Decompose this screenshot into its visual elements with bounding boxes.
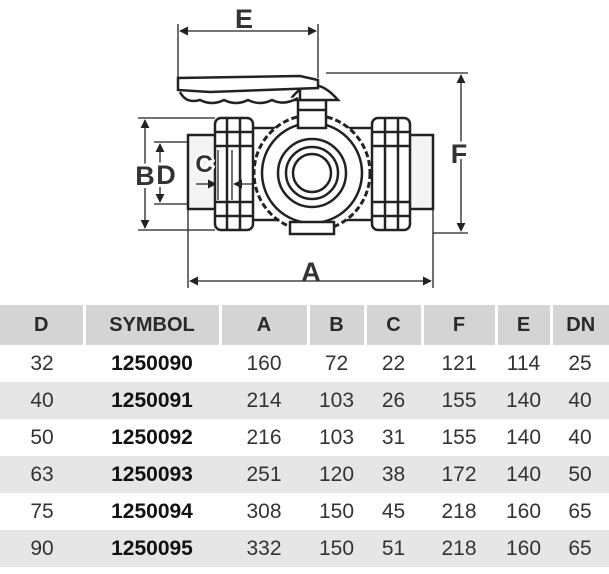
- cell-b: 120: [308, 456, 365, 493]
- column-header-b: B: [308, 305, 367, 345]
- spec-table: D SYMBOL A B C F E DN 32 1250090 160 72 …: [0, 305, 609, 567]
- cell-d: 50: [30, 425, 54, 449]
- cell-e: 160: [505, 499, 542, 523]
- cell-f: 218: [441, 499, 477, 523]
- dimension-d: [154, 141, 188, 205]
- table-row: 90 1250095 332 150 51 218 160 65: [0, 530, 609, 567]
- dimension-c: [196, 150, 254, 200]
- cell-symbol: 1250093: [84, 456, 220, 493]
- cell-f: 172: [422, 456, 496, 493]
- cell-e: 114: [506, 351, 541, 375]
- dim-label-c: C: [195, 151, 212, 178]
- cell-dn: 65: [551, 530, 609, 567]
- dim-label-b: B: [135, 161, 155, 191]
- valve-technical-drawing: E F B D C A: [135, 4, 468, 288]
- cell-c: 31: [381, 425, 406, 449]
- cell-d: 32: [30, 351, 54, 375]
- cell-f: 121: [441, 351, 477, 375]
- cell-b: 103: [308, 382, 365, 419]
- cell-symbol: 1250090: [111, 351, 193, 375]
- cell-dn: 25: [568, 351, 592, 375]
- cell-c: 51: [365, 530, 422, 567]
- table-row: 50 1250092 216 103 31 155 140 40: [0, 419, 609, 456]
- cell-e: 140: [496, 382, 551, 419]
- cell-symbol: 1250094: [111, 499, 193, 523]
- column-header-e: E: [496, 305, 553, 345]
- cell-e: 140: [496, 456, 551, 493]
- cell-e: 160: [496, 530, 551, 567]
- cell-b: 150: [318, 499, 355, 523]
- cell-dn: 65: [568, 499, 592, 523]
- cell-e: 140: [505, 425, 542, 449]
- cell-dn: 40: [568, 425, 592, 449]
- column-header-dn: DN: [551, 305, 609, 345]
- dim-label-f: F: [451, 139, 468, 169]
- table-row: 40 1250091 214 103 26 155 140 40: [0, 382, 609, 419]
- cell-c: 22: [381, 351, 406, 375]
- column-header-c: C: [365, 305, 424, 345]
- cell-d: 90: [0, 530, 84, 567]
- cell-d: 75: [30, 499, 54, 523]
- valve-handle: [176, 74, 320, 105]
- cell-a: 251: [220, 456, 308, 493]
- cell-a: 216: [246, 425, 282, 449]
- cell-dn: 50: [551, 456, 609, 493]
- cell-a: 160: [246, 351, 282, 375]
- cell-a: 214: [220, 382, 308, 419]
- cell-f: 155: [441, 425, 477, 449]
- cell-a: 332: [220, 530, 308, 567]
- dim-label-d: D: [156, 160, 176, 190]
- valve-body: [186, 83, 435, 236]
- dimension-b: [138, 117, 215, 231]
- cell-b: 72: [324, 351, 349, 375]
- column-header-f: F: [422, 305, 498, 345]
- cell-dn: 40: [551, 382, 609, 419]
- table-row: 63 1250093 251 120 38 172 140 50: [0, 456, 609, 493]
- cell-symbol: 1250095: [84, 530, 220, 567]
- column-header-symbol: SYMBOL: [84, 305, 222, 345]
- cell-a: 308: [246, 499, 282, 523]
- cell-b: 150: [308, 530, 365, 567]
- cell-f: 218: [422, 530, 496, 567]
- dimension-f: [326, 72, 468, 234]
- cell-symbol: 1250092: [111, 425, 193, 449]
- dim-label-a: A: [301, 257, 321, 287]
- cell-d: 63: [0, 456, 84, 493]
- cell-c: 38: [365, 456, 422, 493]
- table-header-row: D SYMBOL A B C F E DN: [0, 305, 609, 345]
- cell-c: 45: [381, 499, 406, 523]
- cell-f: 155: [422, 382, 496, 419]
- dim-label-e: E: [235, 4, 253, 34]
- table-row: 75 1250094 308 150 45 218 160 65: [0, 493, 609, 530]
- column-header-d: D: [0, 305, 86, 345]
- dimension-e: [177, 24, 319, 78]
- cell-d: 40: [0, 382, 84, 419]
- table-row: 32 1250090 160 72 22 121 114 25: [0, 345, 609, 382]
- column-header-a: A: [220, 305, 310, 345]
- dimension-a: [187, 209, 434, 288]
- cell-symbol: 1250091: [84, 382, 220, 419]
- cell-c: 26: [365, 382, 422, 419]
- cell-b: 103: [318, 425, 355, 449]
